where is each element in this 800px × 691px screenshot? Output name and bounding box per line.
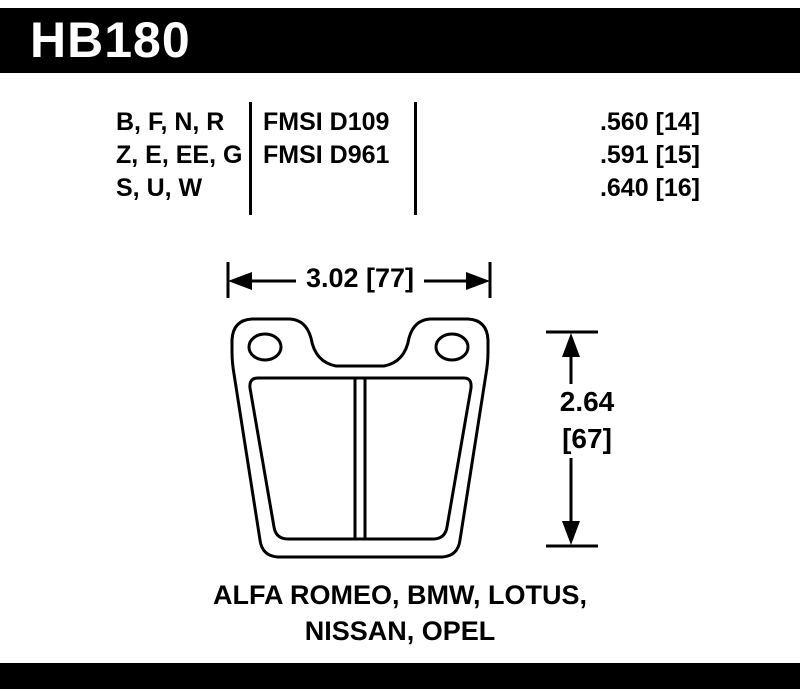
width-dimension-label: 3.02 [77]: [305, 263, 415, 293]
pad-inner-outline: [248, 376, 473, 541]
compound-codes-row-2: Z, E, EE, G: [116, 141, 243, 169]
fmsi-row-2: FMSI D961: [263, 141, 390, 169]
height-dim-top-arrowhead: [562, 333, 580, 357]
compound-codes-row-1: B, F, N, R: [116, 108, 225, 136]
thickness-row-1: .560 [14]: [599, 108, 700, 136]
thickness-row-3: .640 [16]: [599, 174, 700, 202]
top-bar: HB180: [0, 8, 800, 73]
height-dim-bottom-arrowhead: [562, 521, 580, 545]
column-divider-2: [414, 102, 417, 215]
compound-codes-row-3: S, U, W: [116, 174, 203, 202]
height-dimension-bracket: [67]: [562, 423, 612, 454]
column-divider-1: [249, 102, 252, 215]
bottom-bar: [0, 663, 800, 689]
pad-outer-outline: [230, 317, 490, 559]
width-dim-right-arrowhead: [466, 272, 490, 290]
applications-line-2: NISSAN, OPEL: [304, 616, 496, 646]
height-dimension-value: 2.64: [559, 386, 615, 417]
applications-line-1: ALFA ROMEO, BMW, LOTUS,: [213, 580, 587, 610]
mounting-hole-right: [434, 332, 470, 362]
thickness-row-2: .591 [15]: [599, 141, 700, 169]
width-dim-left-arrowhead: [228, 272, 252, 290]
fmsi-row-1: FMSI D109: [263, 108, 390, 136]
mounting-hole-left: [247, 332, 283, 362]
part-number: HB180: [30, 12, 191, 68]
